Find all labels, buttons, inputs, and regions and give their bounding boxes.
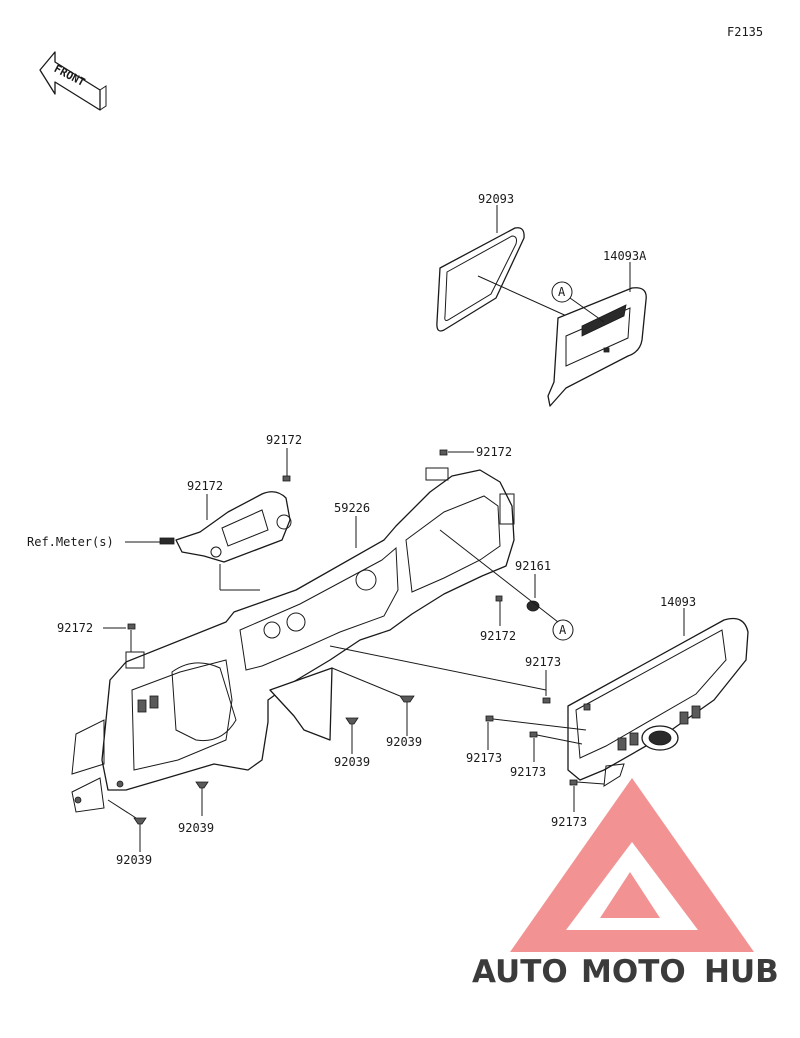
callout-ref-meters: Ref.Meter(s) <box>27 535 114 549</box>
callout-92172-mid: 92172 <box>187 479 223 493</box>
automotohub-logo: AUTO MOTO HUB <box>472 778 779 990</box>
reference-a-top: A <box>551 281 573 303</box>
callout-92093: 92093 <box>478 192 514 206</box>
logo-word-moto: MOTO <box>581 954 686 990</box>
cover-14093a <box>547 287 647 407</box>
callout-92173-d: 92173 <box>551 815 587 829</box>
callout-92039-d: 92039 <box>116 853 152 867</box>
figure-code: F2135 <box>727 25 763 39</box>
logo-word-auto: AUTO <box>472 954 568 990</box>
svg-text:A: A <box>558 285 566 299</box>
callout-14093: 14093 <box>660 595 696 609</box>
callout-92039-a: 92039 <box>386 735 422 749</box>
callout-92173-a: 92173 <box>525 655 561 669</box>
reference-a-bottom: A <box>552 619 574 641</box>
callout-92172-top: 92172 <box>266 433 302 447</box>
callout-92173-b: 92173 <box>466 751 502 765</box>
callout-92039-c: 92039 <box>178 821 214 835</box>
callout-92039-b: 92039 <box>334 755 370 769</box>
callout-59226: 59226 <box>334 501 370 515</box>
gasket-92093 <box>436 227 525 332</box>
callout-92161: 92161 <box>515 559 551 573</box>
cover-14093 <box>567 617 749 787</box>
callout-92172-right: 92172 <box>476 445 512 459</box>
meter-bracket <box>175 491 292 563</box>
dashboard-panel-59226 <box>71 467 515 813</box>
front-arrow-icon: FRONT <box>39 51 107 111</box>
callout-92172-low: 92172 <box>480 629 516 643</box>
callout-92172-left: 92172 <box>57 621 93 635</box>
callout-14093a: 14093A <box>603 249 647 263</box>
callout-92173-c: 92173 <box>510 765 546 779</box>
svg-text:A: A <box>559 623 567 637</box>
logo-word-hub: HUB <box>704 954 779 990</box>
